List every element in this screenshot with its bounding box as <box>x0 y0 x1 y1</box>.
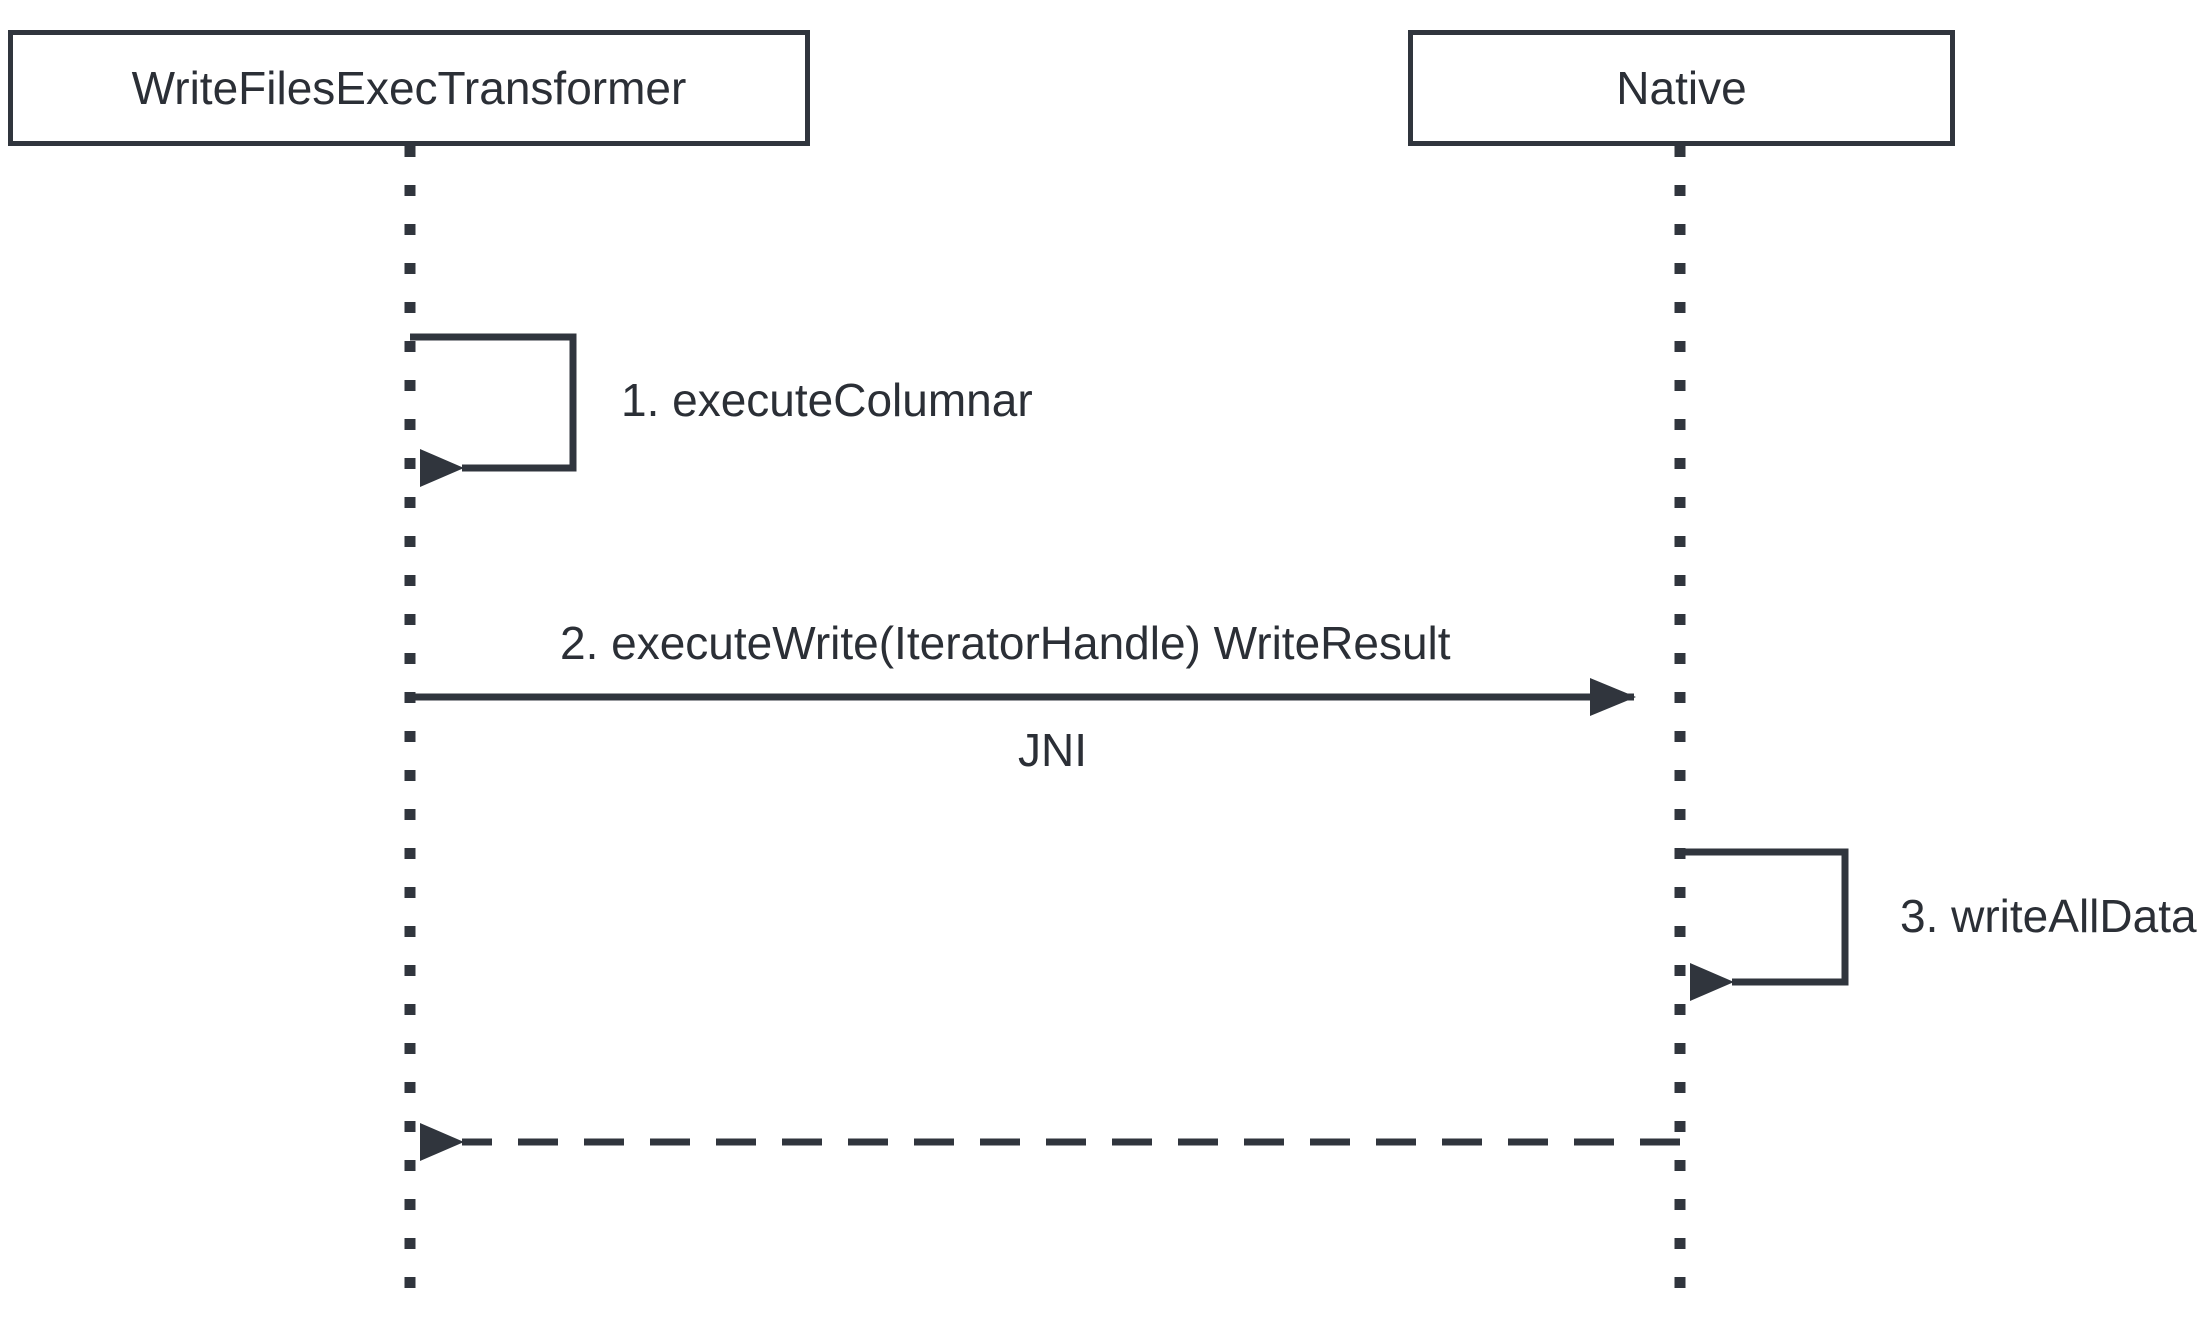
message-label-1-executecolumnar: 1. executeColumnar <box>621 374 1033 426</box>
participant-label-native: Native <box>1616 62 1747 114</box>
message-label-3-writealldata: 3. writeAllData <box>1900 890 2197 942</box>
message-sublabel-2-jni: JNI <box>1018 724 1087 776</box>
message-label-2-executewrite: 2. executeWrite(IteratorHandle) WriteRes… <box>560 617 1451 669</box>
participant-label-writefilesexectransformer: WriteFilesExecTransformer <box>131 62 687 114</box>
message-arrow-1-self-call <box>410 333 577 487</box>
participant-box-writefilesexectransformer[interactable]: WriteFilesExecTransformer <box>8 30 810 146</box>
message-arrow-3-self-call <box>1680 848 1849 1001</box>
participant-box-native[interactable]: Native <box>1408 30 1955 146</box>
